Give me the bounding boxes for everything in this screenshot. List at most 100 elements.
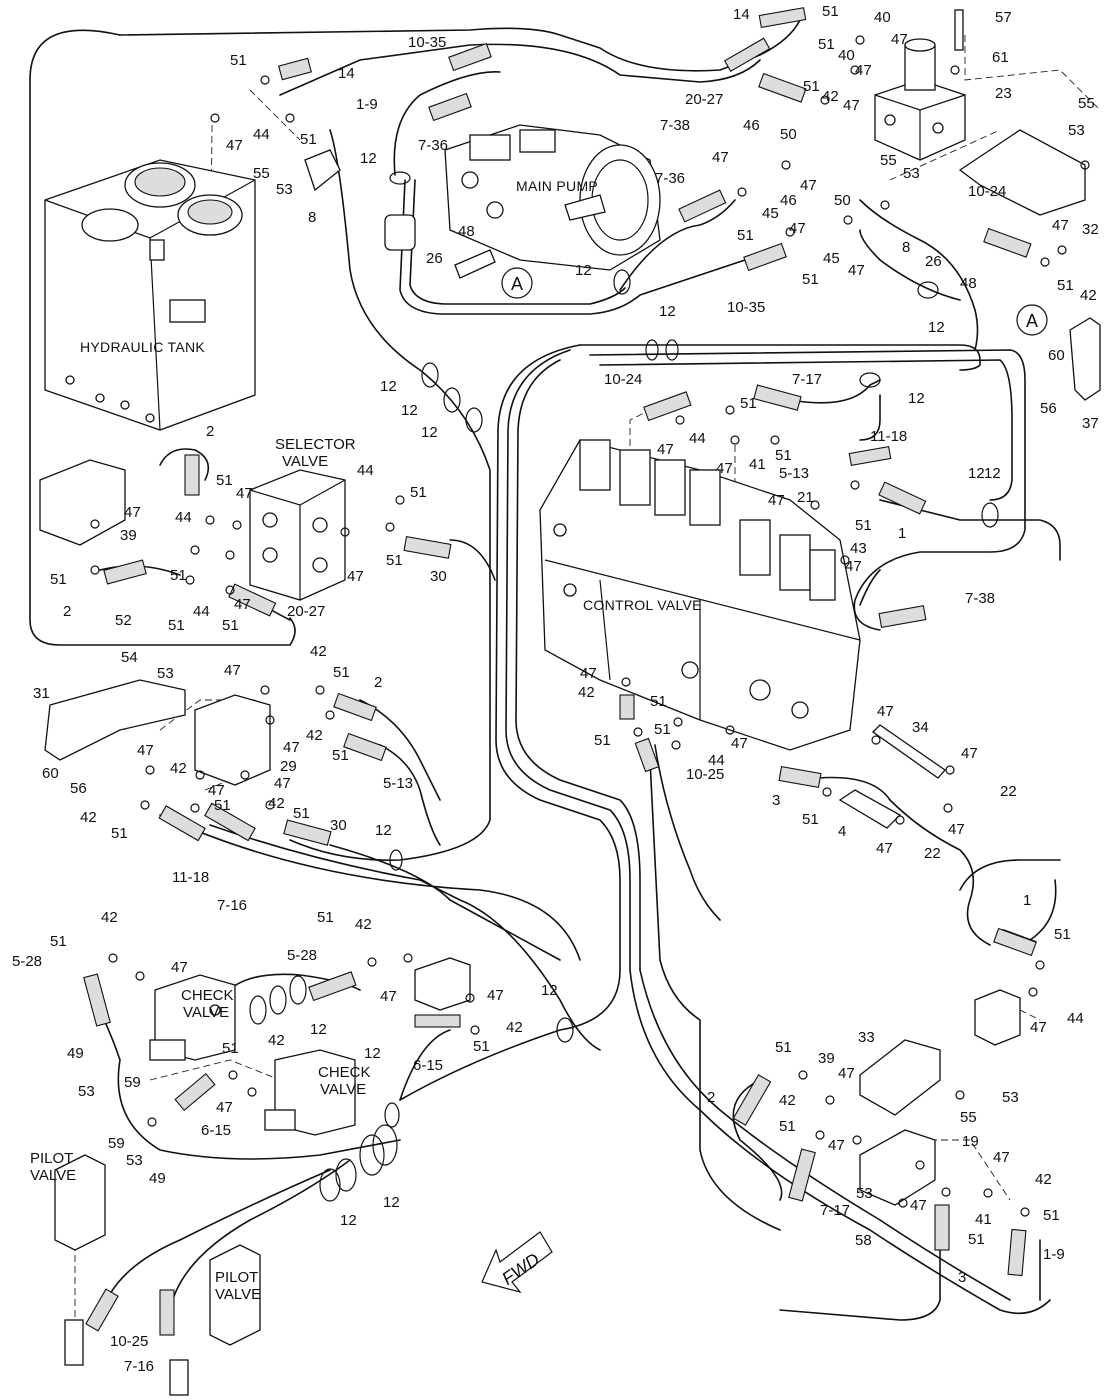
solenoid-block	[39, 459, 126, 546]
clamp-26	[384, 214, 416, 251]
callout: 54	[121, 649, 138, 666]
callout: 47	[845, 558, 862, 575]
callout: 51	[50, 933, 67, 950]
callout: 51	[802, 271, 819, 288]
callout: 53	[78, 1083, 95, 1100]
callout: 47	[716, 460, 733, 477]
callout: 44	[1067, 1010, 1084, 1027]
callout: 10-35	[408, 34, 446, 51]
pilot-valve-2-label-1: PILOT	[215, 1269, 258, 1286]
callout: 51	[802, 811, 819, 828]
callout: 26	[426, 250, 443, 267]
callout: 44	[175, 509, 192, 526]
callout: 47	[993, 1149, 1010, 1166]
callout: 47	[226, 137, 243, 154]
callout: 49	[149, 1170, 166, 1187]
callout: 51	[293, 805, 310, 822]
callout: 29	[280, 758, 297, 775]
callout: 39	[818, 1050, 835, 1067]
callout: 2	[63, 603, 71, 620]
callout: 47	[848, 262, 865, 279]
bracket-37	[1069, 317, 1101, 401]
pilot-valve-1-label-1: PILOT	[30, 1150, 73, 1167]
callout: 51	[50, 571, 67, 588]
callout: 47	[731, 735, 748, 752]
callout: 3	[772, 792, 780, 809]
callout: 12	[908, 390, 925, 407]
callout: 2	[206, 423, 214, 440]
callout: 47	[855, 62, 872, 79]
selector-valve	[249, 469, 346, 601]
callout: 12	[380, 378, 397, 395]
callout: 49	[67, 1045, 84, 1062]
callout: 2	[374, 674, 382, 691]
callout: 14	[733, 6, 750, 23]
callout: 45	[762, 205, 779, 222]
callout: 23	[995, 85, 1012, 102]
callout: 5-13	[383, 775, 413, 792]
block-19	[859, 1129, 936, 1206]
callout: 8	[902, 239, 910, 256]
callout: 31	[33, 685, 50, 702]
callout: 50	[834, 192, 851, 209]
check-valve-2-label-1: CHECK	[318, 1064, 371, 1081]
callout: 51	[111, 825, 128, 842]
callout: 51	[214, 797, 231, 814]
callout: 5-13	[779, 465, 809, 482]
callout: 42	[779, 1092, 796, 1109]
callout: 47	[657, 441, 674, 458]
callout: 47	[1052, 217, 1069, 234]
bracket-32	[958, 129, 1086, 216]
callout: 60	[1048, 347, 1065, 364]
callout: 1-9	[356, 96, 378, 113]
callout: 47	[487, 987, 504, 1004]
callout: 55	[1078, 95, 1095, 112]
callout: 42	[355, 916, 372, 933]
callout: 53	[126, 1152, 143, 1169]
hose-routing	[29, 19, 1061, 1321]
callout: 39	[120, 527, 137, 544]
callout-labels: 14 51 40 47 57 61 23 51 40 47 51 42 47 5…	[12, 3, 1099, 1375]
callout: 47	[876, 840, 893, 857]
callout: 51	[775, 1039, 792, 1056]
check-valve-2	[264, 1049, 356, 1136]
callout: 48	[960, 275, 977, 292]
callout: 26	[925, 253, 942, 270]
callout: 47	[236, 485, 253, 502]
pipe-34	[871, 724, 946, 779]
hydraulic-tank-label: HYDRAULIC TANK	[80, 339, 205, 355]
callout: 51	[333, 664, 350, 681]
callout: 51	[216, 472, 233, 489]
callout: 51	[473, 1038, 490, 1055]
callout: 47	[877, 703, 894, 720]
callout: 51	[654, 721, 671, 738]
callout: 30	[430, 568, 447, 585]
bracket-48	[454, 249, 496, 279]
callout: 51	[300, 131, 317, 148]
bracket-31	[44, 679, 186, 761]
callout: 60	[42, 765, 59, 782]
callout: 61	[992, 49, 1009, 66]
check-valve-1	[149, 974, 236, 1061]
callout: 34	[912, 719, 929, 736]
callout: 47	[891, 31, 908, 48]
callout: 12	[383, 1194, 400, 1211]
callout: 6-15	[413, 1057, 443, 1074]
callout: 47	[800, 177, 817, 194]
callout: 47	[789, 220, 806, 237]
callout: 37	[1082, 415, 1099, 432]
callout: 45	[823, 250, 840, 267]
callout: 47	[171, 959, 188, 976]
callout: 46	[743, 117, 760, 134]
callout: 42	[268, 1032, 285, 1049]
bracket-8	[304, 149, 341, 192]
callout: 51	[818, 36, 835, 53]
callout: 12	[340, 1212, 357, 1229]
callout: 51	[317, 909, 334, 926]
callout: 20-27	[287, 603, 325, 620]
callout: 10-35	[727, 299, 765, 316]
fwd-text: FWD	[498, 1249, 543, 1289]
hydraulic-tank	[44, 159, 256, 431]
callout: 1-9	[1043, 1246, 1065, 1263]
